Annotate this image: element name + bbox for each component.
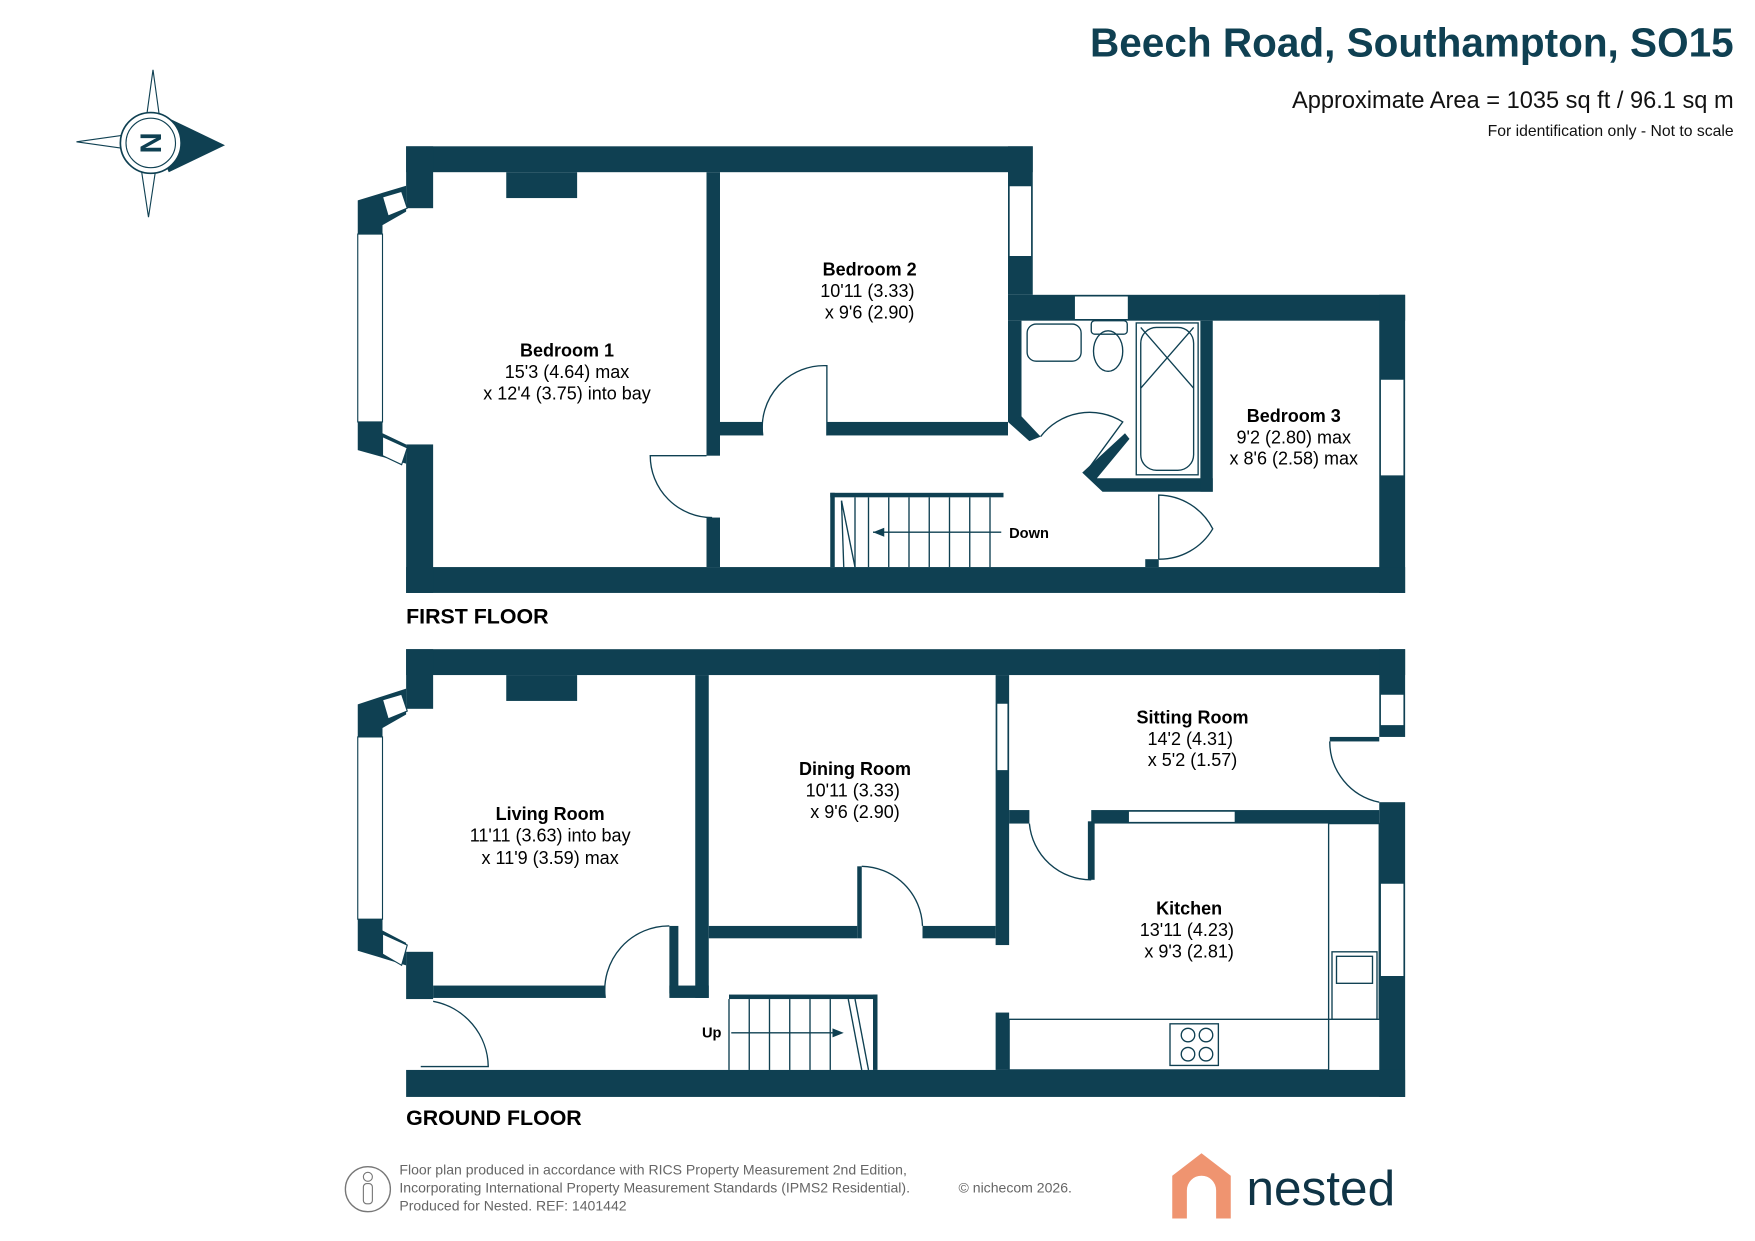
room-bedroom-2: Bedroom 2 [823, 260, 917, 280]
room-kitchen: Kitchen [1156, 899, 1222, 919]
room-bedroom-2-dim1: 10'11 (3.33) [820, 281, 914, 301]
disclaimer: For identification only - Not to scale [1488, 123, 1734, 140]
stairs-down-label: Down [1009, 526, 1049, 542]
ground-floor-label: GROUND FLOOR [406, 1106, 582, 1130]
approximate-area: Approximate Area = 1035 sq ft / 96.1 sq … [1292, 88, 1734, 114]
room-kitchen-dim2: x 9'3 (2.81) [1144, 941, 1233, 961]
svg-text:nested: nested [1247, 1161, 1396, 1216]
room-living-room-dim2: x 11'9 (3.59) max [482, 848, 619, 868]
room-bedroom-1-dim2: x 12'4 (3.75) into bay [483, 383, 651, 403]
room-bedroom-1: Bedroom 1 [520, 341, 614, 361]
room-dining-room-dim1: 10'11 (3.33) [806, 781, 900, 801]
room-living-room: Living Room [496, 804, 605, 824]
room-dining-room-dim2: x 9'6 (2.90) [810, 802, 899, 822]
compass-north-icon: N [76, 69, 225, 218]
first-floor-plan: Down FIRST FLOOR Bedroom 1 15'3 (4.64) m… [357, 146, 1406, 628]
svg-text:N: N [136, 132, 168, 153]
room-bedroom-3-dim2: x 8'6 (2.58) max [1230, 449, 1359, 469]
nested-logo: nested [1172, 1153, 1396, 1219]
room-bedroom-3: Bedroom 3 [1247, 406, 1341, 426]
first-floor-label: FIRST FLOOR [406, 604, 548, 628]
footer-line-3: Produced for Nested. REF: 1401442 [399, 1198, 626, 1214]
property-title: Beech Road, Southampton, SO15 [1090, 19, 1734, 65]
room-living-room-dim1: 11'11 (3.63) into bay [470, 826, 631, 846]
room-bedroom-3-dim1: 9'2 (2.80) max [1237, 427, 1352, 447]
copyright: © nichecom 2026. [959, 1180, 1072, 1196]
rics-person-icon [344, 1166, 392, 1213]
room-kitchen-dim1: 13'11 (4.23) [1140, 920, 1234, 940]
room-sitting-room-dim2: x 5'2 (1.57) [1148, 750, 1237, 770]
room-bedroom-1-dim1: 15'3 (4.64) max [505, 362, 630, 382]
footer-line-2: Incorporating International Property Mea… [399, 1180, 910, 1196]
stairs-up-label: Up [702, 1025, 722, 1041]
room-bedroom-2-dim2: x 9'6 (2.90) [825, 302, 914, 322]
ground-floor-plan: Up GROUND FLOOR Living Room 11'11 (3.63)… [357, 649, 1406, 1130]
room-dining-room: Dining Room [799, 759, 911, 779]
room-sitting-room-dim1: 14'2 (4.31) [1148, 729, 1234, 749]
footer-line-1: Floor plan produced in accordance with R… [399, 1162, 907, 1178]
room-sitting-room: Sitting Room [1137, 707, 1249, 727]
